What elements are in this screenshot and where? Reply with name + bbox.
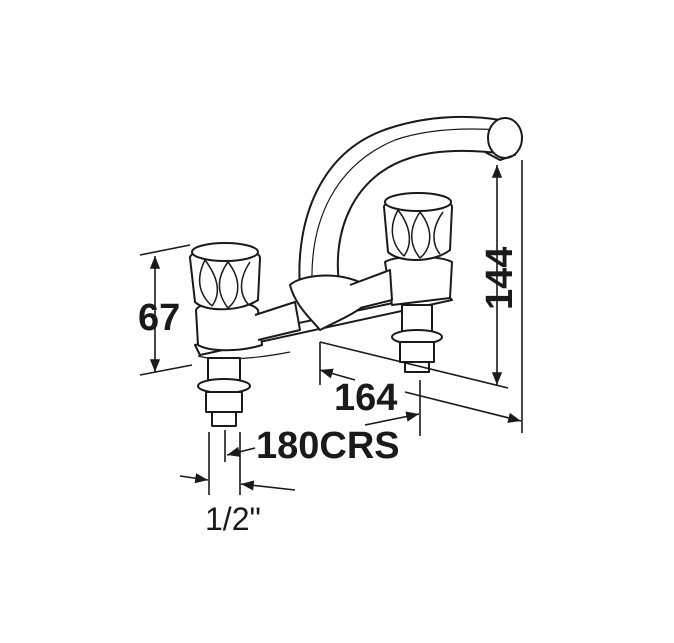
dimension-connection: 1/2" [205,501,261,537]
dimension-handle-height: 67 [138,297,180,339]
left-tail-pipe [197,357,251,427]
spout-end [487,117,523,159]
spout-nozzle [484,151,513,161]
dimension-spout-reach: 164 [334,377,397,419]
left-handle [189,242,261,311]
right-handle [383,192,453,261]
right-valve-body [384,255,453,306]
right-tail-pipe [391,304,443,373]
dimension-centres: 180CRS [256,425,400,467]
dimension-spout-height: 144 [479,247,521,310]
central-body [289,274,371,331]
